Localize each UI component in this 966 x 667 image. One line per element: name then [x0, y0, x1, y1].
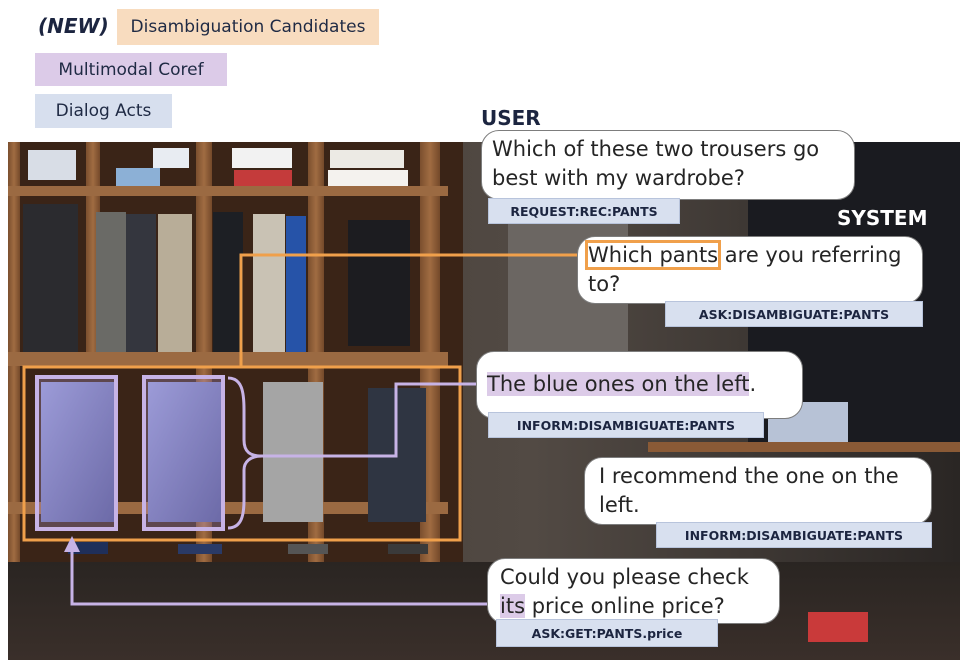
dialog-act-3: INFORM:DISAMBIGUATE:PANTS — [488, 412, 764, 438]
user-utterance-2-text: . — [749, 372, 757, 396]
floor — [8, 562, 960, 660]
user-utterance-2: The blue ones on the left. — [476, 351, 803, 419]
user-role-label: USER — [481, 106, 541, 130]
dialog-act-2: ASK:DISAMBIGUATE:PANTS — [665, 301, 923, 327]
dialog-act-5: ASK:GET:PANTS.price — [496, 619, 718, 647]
dialog-act-4: INFORM:DISAMBIGUATE:PANTS — [656, 522, 932, 548]
system-utterance-1: Which pants are you referring to? — [577, 236, 923, 304]
coref-box-left-pants — [35, 375, 118, 531]
user-utterance-3-highlight: its — [500, 594, 526, 618]
coref-box-second-pants — [142, 375, 225, 531]
legend-new-label: (NEW) — [38, 14, 109, 38]
system-utterance-2: I recommend the one on the left. — [584, 457, 932, 525]
pants-blue-second — [148, 382, 222, 522]
pants-gray — [263, 382, 323, 522]
coref-arrow-head — [64, 536, 80, 552]
dialog-act-1: REQUEST:REC:PANTS — [488, 198, 680, 224]
user-utterance-1-text: Which of these two trousers go best with… — [492, 137, 820, 190]
user-utterance-1: Which of these two trousers go best with… — [481, 130, 855, 200]
user-utterance-3-text: price online price? — [525, 594, 725, 618]
pants-blue-left — [41, 382, 115, 522]
system-role-label: SYSTEM — [837, 206, 928, 230]
legend-dialog-acts: Dialog Acts — [35, 94, 172, 128]
user-utterance-2-highlight: The blue ones on the left — [487, 372, 750, 396]
coref-bracket-connector — [227, 376, 490, 458]
user-utterance-3-text-pre: Could you please check — [500, 565, 749, 589]
legend-disambiguation-candidates: Disambiguation Candidates — [117, 9, 379, 45]
user-utterance-3: Could you please check its price online … — [487, 558, 780, 624]
system-utterance-2-text: I recommend the one on the left. — [599, 464, 899, 517]
disambiguation-connector — [239, 253, 586, 367]
legend-multimodal-coref: Multimodal Coref — [35, 53, 227, 86]
coref-arrow-its — [70, 548, 494, 606]
system-utterance-1-text: are you referring to? — [588, 243, 902, 296]
system-utterance-1-highlight: Which pants — [584, 240, 722, 270]
